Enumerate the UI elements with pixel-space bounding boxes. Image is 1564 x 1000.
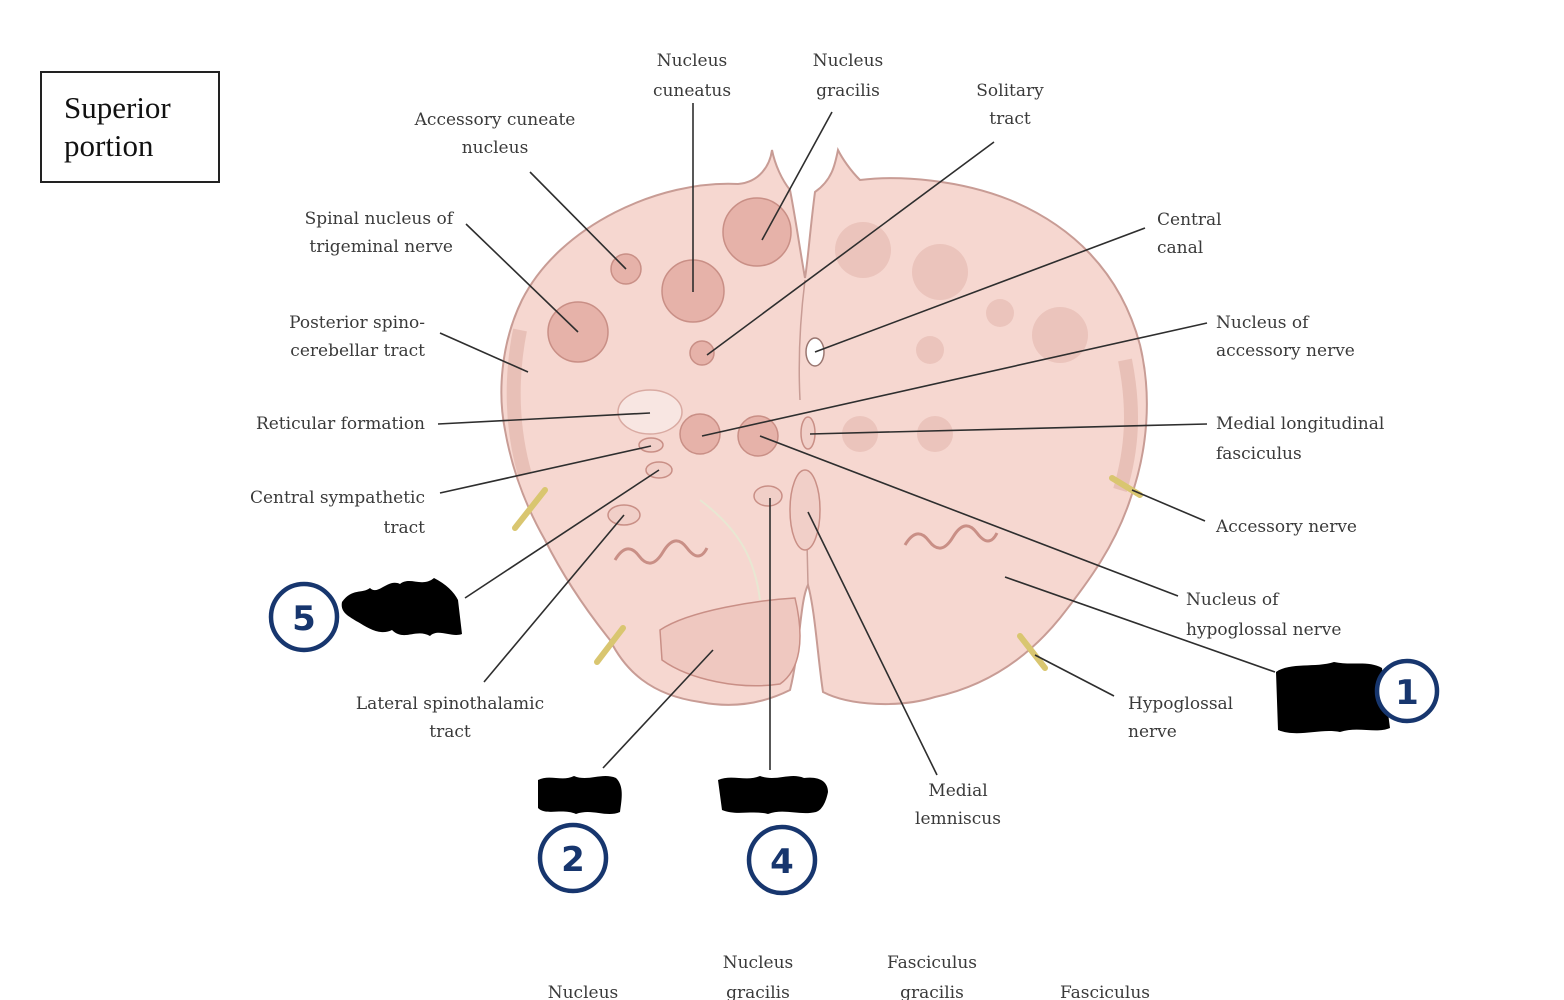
redaction-5 [341,578,462,636]
label-posterior-spinocerebellar: Posterior spino-cerebellar tract [289,313,425,361]
pyramid-region [659,597,801,687]
inferior-olive-left [613,539,709,565]
hypoglossal-root-right [1017,633,1048,671]
leader-accessory-nerve [1131,489,1206,522]
label-accessory-nerve: Accessory nerve [1215,517,1357,537]
leader-hypoglossal-nerve [1034,654,1115,697]
leader-solitary-tract [706,141,995,356]
leader-central-canal [814,227,1146,353]
leader-accessory-cuneate [529,171,627,270]
title-box: Superior portion [40,71,220,183]
nucleus-accessory-shape [679,413,721,455]
leader-nucleus-hypoglossal [759,435,1179,597]
central-sympathetic-shape [638,437,664,453]
marker-2-circle [537,822,609,894]
marker-1-circle [1374,658,1440,724]
marker-5-number: 5 [292,599,316,639]
nucleus-hypoglossal-shape [737,415,779,457]
leader-tract-1 [1004,576,1276,673]
title-line-2: portion [64,128,154,163]
label-reticular-formation: Reticular formation [256,414,425,434]
leader-posterior-spinocerebellar [439,332,529,373]
leader-central-sympathetic [439,445,652,494]
numbered-markers: 5 2 4 1 [268,581,1440,896]
hypoglossal-root-left [594,625,626,665]
leader-reticular-formation [437,412,651,425]
leader-lateral-spinothalamic [483,514,625,683]
redaction-1 [1276,662,1390,734]
redaction-2 [538,776,622,814]
marker-1-number: 1 [1395,673,1419,713]
leader-tract-5 [464,469,660,599]
inferior-olive-right [903,524,999,550]
accessory-nerve-root-left [512,487,548,531]
reticular-formation-shape [617,389,683,435]
title-line-1: Superior [64,90,171,125]
nucleus-gracilis-shape [722,197,792,267]
medial-longitudinal-shape [800,416,816,450]
medial-lemniscus-shape [789,469,821,551]
leader-tract-2 [602,649,714,769]
marker-4-number: 4 [770,842,794,882]
solitary-tract-shape [689,340,715,366]
marker-5-circle [268,581,340,653]
redaction-4 [718,776,828,814]
leader-lines [437,103,1276,776]
leader-nucleus-accessory-nerve [701,322,1208,437]
marker-2-number: 2 [561,840,585,880]
bottom-label-fasciculus: Fasciculus [1060,983,1150,1000]
redaction-marks [341,578,1390,814]
leader-medial-longitudinal [809,423,1208,435]
leader-spinal-trigeminal [465,223,579,333]
bottom-label-nucleus: Nucleus [548,983,619,1000]
tract-4-shape [753,485,783,507]
leader-nucleus-gracilis [761,111,833,241]
leader-medial-lemniscus [807,511,938,776]
marker-4-circle [746,824,818,896]
